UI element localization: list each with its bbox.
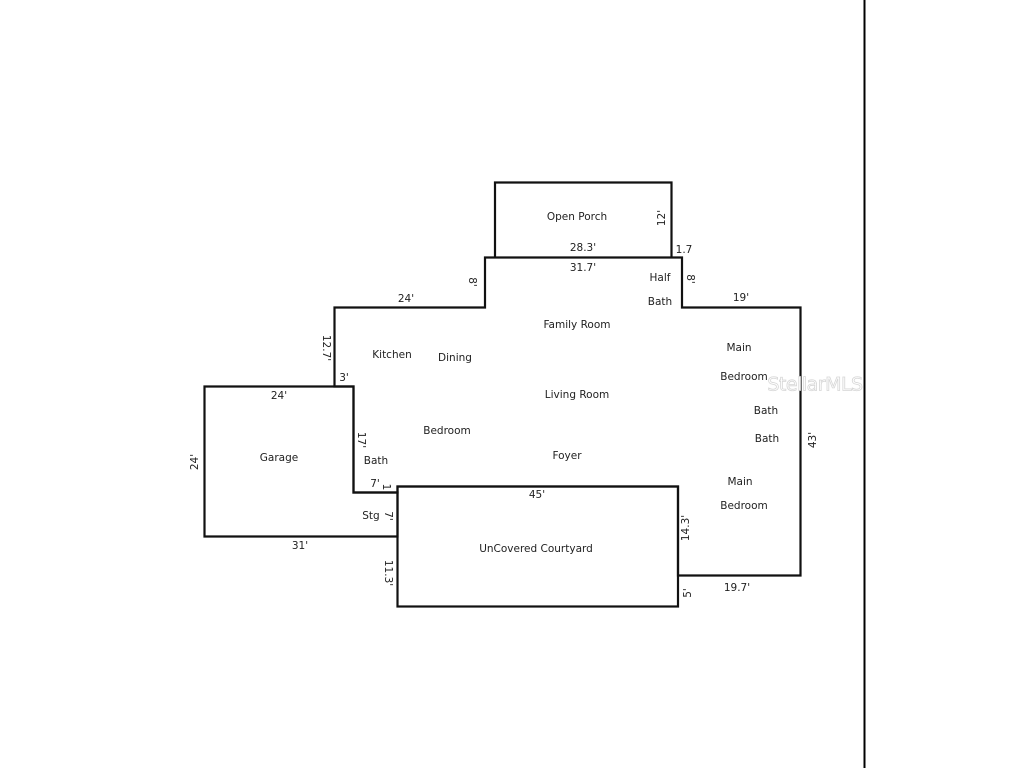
room-label-half-bath-line1: Half: [650, 272, 671, 284]
room-label-courtyard: UnCovered Courtyard: [479, 543, 593, 555]
dimension-garage-step: 3': [339, 372, 349, 384]
room-label-main-bedroom-b-line1: Main: [727, 476, 752, 488]
room-label-bath-c: Bath: [364, 455, 388, 467]
room-label-storage: Stg: [362, 510, 379, 522]
dimension-right-wing-bottom: 19.7': [724, 582, 750, 594]
room-label-open-porch: Open Porch: [547, 211, 607, 223]
dimension-porch-offset: 1.7: [676, 244, 693, 256]
dimension-left-step-vert: 8': [466, 277, 478, 287]
open-porch-outline: [493, 181, 673, 259]
room-label-garage: Garage: [260, 452, 298, 464]
dimension-courtyard-step: 5': [682, 588, 694, 598]
dimension-garage-bottom: 31': [292, 540, 308, 552]
dimension-kitchen-top: 24': [398, 293, 414, 305]
dimension-kitchen-left: 12.7': [320, 335, 332, 361]
dimension-bath-left: 17': [355, 432, 367, 448]
room-label-main-bedroom-b-line2: Bedroom: [720, 500, 768, 512]
room-label-main-bedroom-a-line1: Main: [726, 342, 751, 354]
dimension-courtyard-left: 11.3': [382, 560, 394, 586]
room-label-kitchen: Kitchen: [372, 349, 411, 361]
dimension-porch-right: 12': [656, 210, 668, 226]
dimension-bath-bottom: 7': [370, 478, 380, 490]
room-label-bath-b: Bath: [755, 433, 779, 445]
dimension-storage-right: 7': [382, 511, 394, 521]
room-label-bath-a: Bath: [754, 405, 778, 417]
room-label-main-bedroom-a-line2: Bedroom: [720, 371, 768, 383]
room-label-family-room: Family Room: [543, 319, 610, 331]
room-label-dining: Dining: [438, 352, 472, 364]
dimension-right-step-vert: 8': [684, 274, 696, 284]
dimension-small-step: 1: [380, 484, 392, 491]
dimension-porch-bottom: 28.3': [570, 242, 596, 254]
courtyard-outline: [396, 485, 680, 608]
dimension-garage-left: 24': [189, 454, 201, 470]
main-house-outline: [333, 256, 802, 577]
dimension-main-top: 31.7': [570, 262, 596, 274]
dimension-courtyard-top: 45': [529, 489, 545, 501]
dimension-courtyard-right: 14.3': [680, 515, 692, 541]
room-label-half-bath-line2: Bath: [648, 296, 672, 308]
dimension-right-wing-top: 19': [733, 292, 749, 304]
dimension-right-wall: 43': [807, 432, 819, 448]
room-label-bedroom: Bedroom: [423, 425, 471, 437]
stellarmls-watermark: StellarMLS: [767, 374, 862, 396]
dimension-garage-top: 24': [271, 390, 287, 402]
room-label-living-room: Living Room: [545, 389, 609, 401]
room-label-foyer: Foyer: [552, 450, 582, 462]
